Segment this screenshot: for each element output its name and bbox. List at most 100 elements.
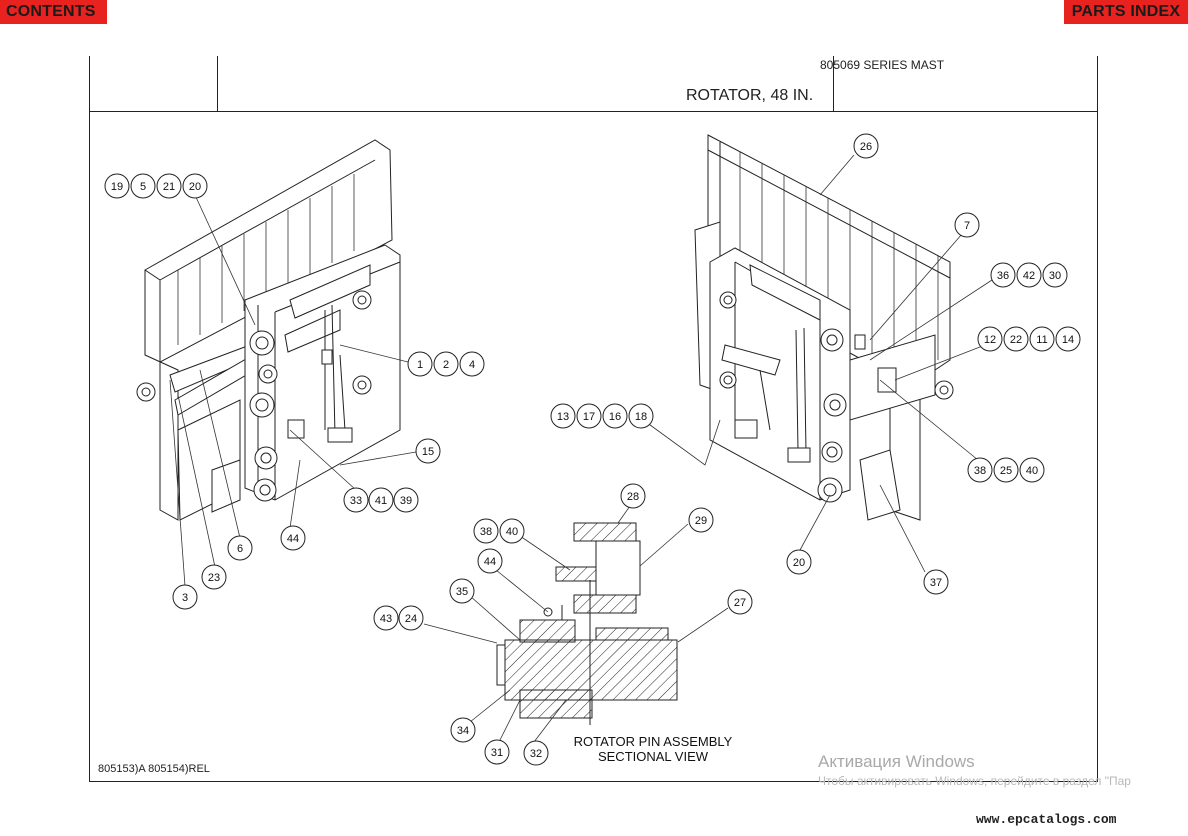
- callout-14: 14: [1055, 326, 1081, 352]
- svg-text:27: 27: [734, 597, 746, 609]
- svg-text:21: 21: [163, 181, 175, 193]
- callout-40: 40: [499, 518, 525, 544]
- svg-text:41: 41: [375, 495, 387, 507]
- callout-5: 5: [130, 173, 156, 199]
- svg-text:28: 28: [627, 491, 639, 503]
- callout-1: 1: [407, 351, 433, 377]
- svg-text:32: 32: [530, 748, 542, 760]
- website-label: www.epcatalogs.com: [976, 812, 1117, 827]
- callout-37: 37: [923, 569, 949, 595]
- contents-button[interactable]: CONTENTS: [0, 0, 107, 24]
- callout-27: 27: [727, 589, 753, 615]
- svg-text:12: 12: [984, 334, 996, 346]
- svg-text:34: 34: [457, 725, 469, 737]
- page-title: ROTATOR, 48 IN.: [686, 87, 814, 104]
- svg-text:25: 25: [1000, 465, 1012, 477]
- callout-15: 15: [415, 438, 441, 464]
- section-title-line1: ROTATOR PIN ASSEMBLY: [573, 734, 733, 749]
- rotator-pin-section-view: [496, 522, 678, 725]
- callout-13: 13: [550, 403, 576, 429]
- svg-text:5: 5: [140, 181, 146, 193]
- callout-42: 42: [1016, 262, 1042, 288]
- svg-text:1: 1: [417, 359, 423, 371]
- svg-text:6: 6: [237, 543, 243, 555]
- drawing-reference: 805153)A 805154)REL: [98, 763, 210, 775]
- svg-text:43: 43: [380, 613, 392, 625]
- callout-12: 12: [977, 326, 1003, 352]
- svg-text:14: 14: [1062, 334, 1074, 346]
- svg-text:44: 44: [484, 556, 496, 568]
- svg-text:2: 2: [443, 359, 449, 371]
- callout-19: 19: [104, 173, 130, 199]
- left-rotator-view: [136, 139, 401, 521]
- svg-text:39: 39: [400, 495, 412, 507]
- callout-29: 29: [688, 507, 714, 533]
- callout-16: 16: [602, 403, 628, 429]
- callout-28: 28: [620, 483, 646, 509]
- svg-text:20: 20: [189, 181, 201, 193]
- drawing-sheet: 805069 SERIES MAST ROTATOR, 48 IN. 80515…: [89, 56, 1098, 782]
- parts-index-button[interactable]: PARTS INDEX: [1064, 0, 1188, 24]
- callout-2: 2: [433, 351, 459, 377]
- callout-31: 31: [484, 739, 510, 765]
- svg-text:19: 19: [111, 181, 123, 193]
- callout-35: 35: [449, 578, 475, 604]
- svg-text:35: 35: [456, 586, 468, 598]
- callout-11: 11: [1029, 326, 1055, 352]
- svg-text:42: 42: [1023, 270, 1035, 282]
- callout-6: 6: [227, 535, 253, 561]
- callout-36: 36: [990, 262, 1016, 288]
- svg-text:36: 36: [997, 270, 1009, 282]
- callout-21: 21: [156, 173, 182, 199]
- svg-text:29: 29: [695, 515, 707, 527]
- svg-text:15: 15: [422, 446, 434, 458]
- callout-24: 24: [398, 605, 424, 631]
- svg-text:4: 4: [469, 359, 475, 371]
- callout-4: 4: [459, 351, 485, 377]
- callout-34: 34: [450, 717, 476, 743]
- section-view-caption: ROTATOR PIN ASSEMBLY SECTIONAL VIEW: [548, 734, 758, 764]
- svg-text:44: 44: [287, 533, 299, 545]
- svg-text:11: 11: [1036, 334, 1047, 346]
- callout-40: 40: [1019, 457, 1045, 483]
- callout-20: 20: [786, 549, 812, 575]
- callout-43: 43: [373, 605, 399, 631]
- title-block-divider: [833, 56, 834, 111]
- callout-23: 23: [201, 564, 227, 590]
- callout-7: 7: [954, 212, 980, 238]
- windows-activation-hint: Чтобы активировать Windows, перейдите в …: [818, 774, 1131, 788]
- svg-text:30: 30: [1049, 270, 1061, 282]
- callout-32: 32: [523, 740, 549, 766]
- callout-38: 38: [967, 457, 993, 483]
- svg-text:16: 16: [609, 411, 621, 423]
- svg-text:17: 17: [583, 411, 595, 423]
- callout-3: 3: [172, 584, 198, 610]
- svg-text:37: 37: [930, 577, 942, 589]
- svg-text:31: 31: [491, 747, 503, 759]
- right-rotator-view: [694, 134, 954, 521]
- callout-33: 33: [343, 487, 369, 513]
- callout-41: 41: [368, 487, 394, 513]
- callout-44: 44: [477, 548, 503, 574]
- svg-text:38: 38: [480, 526, 492, 538]
- series-label: 805069 SERIES MAST: [820, 58, 945, 72]
- callout-38: 38: [473, 518, 499, 544]
- callout-22: 22: [1003, 326, 1029, 352]
- callout-30: 30: [1042, 262, 1068, 288]
- svg-text:3: 3: [182, 592, 188, 604]
- svg-text:20: 20: [793, 557, 805, 569]
- svg-text:7: 7: [964, 220, 970, 232]
- title-block: 805069 SERIES MAST ROTATOR, 48 IN.: [90, 56, 1097, 112]
- title-block-divider: [217, 56, 218, 111]
- callout-39: 39: [393, 487, 419, 513]
- windows-activation-watermark: Активация Windows: [818, 752, 975, 771]
- callout-44: 44: [280, 525, 306, 551]
- callout-20: 20: [182, 173, 208, 199]
- svg-text:40: 40: [1026, 465, 1038, 477]
- svg-text:33: 33: [350, 495, 362, 507]
- callout-25: 25: [993, 457, 1019, 483]
- callout-18: 18: [628, 403, 654, 429]
- svg-text:40: 40: [506, 526, 518, 538]
